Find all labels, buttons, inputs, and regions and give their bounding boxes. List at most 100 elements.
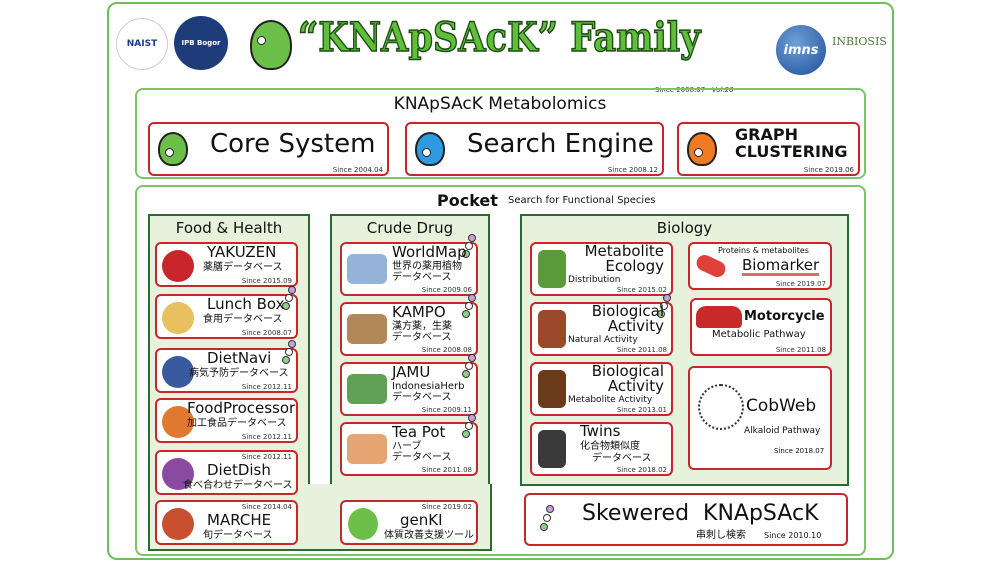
since-date: Since 2018.07 bbox=[774, 447, 825, 455]
food-card-1[interactable]: Lunch Box 食用データベース Since 2008.07 bbox=[155, 286, 298, 339]
card-illustration-icon bbox=[162, 250, 194, 282]
since-date: Since 2009.11 bbox=[421, 406, 472, 414]
crude-card-1[interactable]: KAMPO 漢方薬，生薬 データベース Since 2008.08 bbox=[340, 294, 478, 356]
crude-card-3[interactable]: Tea Pot ハーブ データベース Since 2011.08 bbox=[340, 414, 478, 476]
since-date: Since 2018.02 bbox=[616, 466, 667, 474]
motorcycle-card[interactable]: Motorcycle Metabolic Pathway Since 2011.… bbox=[690, 298, 832, 356]
food-card-2[interactable]: DietNavi 病気予防データベース Since 2012.11 bbox=[155, 340, 298, 393]
orange-bag-icon bbox=[687, 132, 717, 166]
since-date: Since 2011.08 bbox=[775, 346, 826, 354]
card-label-2: Activity bbox=[607, 317, 664, 335]
pocket-title: Pocket bbox=[437, 191, 498, 210]
imns-logo[interactable]: imns bbox=[776, 25, 826, 75]
since-date: Since 2019.06 bbox=[803, 166, 854, 174]
card-label: Core System bbox=[210, 129, 376, 159]
dango-skewer-icon bbox=[540, 505, 554, 535]
food-card-3[interactable]: FoodProcessor 加工食品データベース Since 2012.11 bbox=[155, 398, 298, 443]
crude-card-0[interactable]: WorldMap 世界の薬用植物 データベース Since 2009.06 bbox=[340, 234, 478, 296]
card-label-line2: CLUSTERING bbox=[735, 142, 848, 161]
card-jp-label: ハーブ bbox=[392, 441, 422, 452]
card-label: genKI bbox=[400, 511, 443, 529]
dango-skewer-icon bbox=[282, 286, 296, 316]
food-card-0[interactable]: YAKUZEN 薬膳データベース Since 2015.09 bbox=[155, 242, 298, 287]
genki-card[interactable]: Since 2019.02 genKI 体質改善支援ツール bbox=[340, 500, 478, 545]
ipb-logo[interactable]: IPB Bogor bbox=[174, 16, 228, 70]
card-illustration-icon bbox=[347, 314, 387, 344]
cobweb-icon bbox=[698, 384, 744, 430]
biology-card-1[interactable]: Biological Activity Natural Activity Sin… bbox=[530, 294, 673, 356]
card-jp-label: IndonesiaHerb bbox=[392, 381, 465, 392]
card-illustration-icon bbox=[538, 430, 566, 468]
card-jp-label: 串刺し検索 bbox=[696, 530, 746, 541]
header-since: Since 2008.07 Vol.20 bbox=[655, 86, 734, 94]
metabolomics-section bbox=[135, 88, 866, 179]
since-date: Since 2019.02 bbox=[421, 503, 472, 511]
page-title: “KNApSAcK” Family bbox=[297, 13, 701, 62]
card-label-2: 化合物類似度 bbox=[580, 441, 640, 452]
metabolomics-title: KNApSAcK Metabolomics bbox=[393, 94, 607, 114]
cobweb-card[interactable]: CobWeb Alkaloid Pathway Since 2018.07 bbox=[688, 366, 832, 470]
biology-card-0[interactable]: Metabolite Ecology Distribution Since 20… bbox=[530, 242, 673, 296]
header-since-date: Since 2008.07 bbox=[655, 86, 706, 94]
card-jp-label-2: データベース bbox=[392, 452, 452, 463]
category-title: Crude Drug bbox=[366, 219, 454, 237]
card-jp-label-2: データベース bbox=[392, 392, 452, 403]
card-label: MARCHE bbox=[207, 511, 272, 529]
card-label: CobWeb bbox=[746, 396, 817, 416]
marker-pen-icon bbox=[694, 252, 728, 280]
card-label: Biological bbox=[591, 302, 664, 320]
since-date: Since 2008.08 bbox=[421, 346, 472, 354]
skewered-knapsack-card[interactable]: Skewered KNApSAcK 串刺し検索 Since 2010.10 bbox=[524, 493, 848, 546]
search-engine-card[interactable]: Search Engine Since 2008.12 bbox=[405, 122, 664, 176]
since-date: Since 2013.01 bbox=[616, 406, 667, 414]
dango-skewer-icon bbox=[462, 414, 476, 444]
biology-card-3[interactable]: Twins 化合物類似度 データベース Since 2018.02 bbox=[530, 422, 673, 476]
since-date: Since 2014.04 bbox=[241, 503, 292, 511]
since-date: Since 2015.09 bbox=[241, 277, 292, 285]
card-label: KAMPO bbox=[392, 303, 446, 321]
card-label: Search Engine bbox=[467, 129, 654, 159]
inbiosis-logo[interactable]: INBIOSIS bbox=[832, 35, 887, 48]
dango-skewer-icon bbox=[462, 234, 476, 264]
card-illustration-icon bbox=[162, 458, 194, 490]
dango-skewer-icon bbox=[462, 354, 476, 384]
page-frame bbox=[107, 2, 894, 560]
naist-logo[interactable]: NAIST bbox=[116, 18, 168, 70]
card-illustration-icon bbox=[162, 508, 194, 540]
card-label-2: Ecology bbox=[605, 257, 664, 275]
biology-card-2[interactable]: Biological Activity Metabolite Activity … bbox=[530, 362, 673, 416]
card-illustration-icon bbox=[538, 250, 566, 288]
crude-card-2[interactable]: JAMU IndonesiaHerb データベース Since 2009.11 bbox=[340, 354, 478, 416]
motorcycle-icon bbox=[696, 306, 742, 328]
card-label: FoodProcessor bbox=[187, 399, 296, 417]
since-date: Since 2008.07 bbox=[241, 329, 292, 337]
card-jp-label: 加工食品データベース bbox=[187, 418, 287, 429]
since-date: Since 2004.04 bbox=[332, 166, 383, 174]
card-label-2: Activity bbox=[607, 377, 664, 395]
knapsack-bag-icon bbox=[250, 20, 292, 70]
food-card-5[interactable]: MARCHE 旬データベース Since 2014.04 bbox=[155, 500, 298, 545]
card-jp-label: 病気予防データベース bbox=[189, 368, 289, 379]
card-sub-label: Metabolite Activity bbox=[568, 395, 653, 405]
biomarker-card[interactable]: Proteins & metabolites Biomarker Since 2… bbox=[688, 242, 832, 290]
dango-skewer-icon bbox=[282, 340, 296, 370]
dango-skewer-icon bbox=[657, 294, 671, 324]
card-sub-label: Natural Activity bbox=[568, 335, 638, 345]
core-system-card[interactable]: Core System Since 2004.04 bbox=[148, 122, 389, 176]
card-sub-label: Distribution bbox=[568, 275, 621, 285]
blue-bag-icon bbox=[415, 132, 445, 166]
card-label: JAMU bbox=[392, 363, 431, 381]
since-date: Since 2012.11 bbox=[241, 383, 292, 391]
naist-logo-text: NAIST bbox=[126, 39, 158, 49]
card-label: Twins bbox=[580, 422, 621, 440]
card-jp-label: 食用データベース bbox=[203, 314, 283, 325]
card-label: DietNavi bbox=[207, 349, 272, 367]
since-date: Since 2019.07 bbox=[775, 280, 826, 288]
card-jp-label: 薬膳データベース bbox=[203, 262, 283, 273]
since-date: Since 2012.11 bbox=[241, 433, 292, 441]
card-jp-label-2: データベース bbox=[392, 332, 452, 343]
card-jp-label-2: データベース bbox=[392, 272, 452, 283]
food-card-4[interactable]: DietDish 食べ合わせデータベース Since 2012.11 bbox=[155, 450, 298, 495]
pocket-section bbox=[135, 185, 866, 556]
